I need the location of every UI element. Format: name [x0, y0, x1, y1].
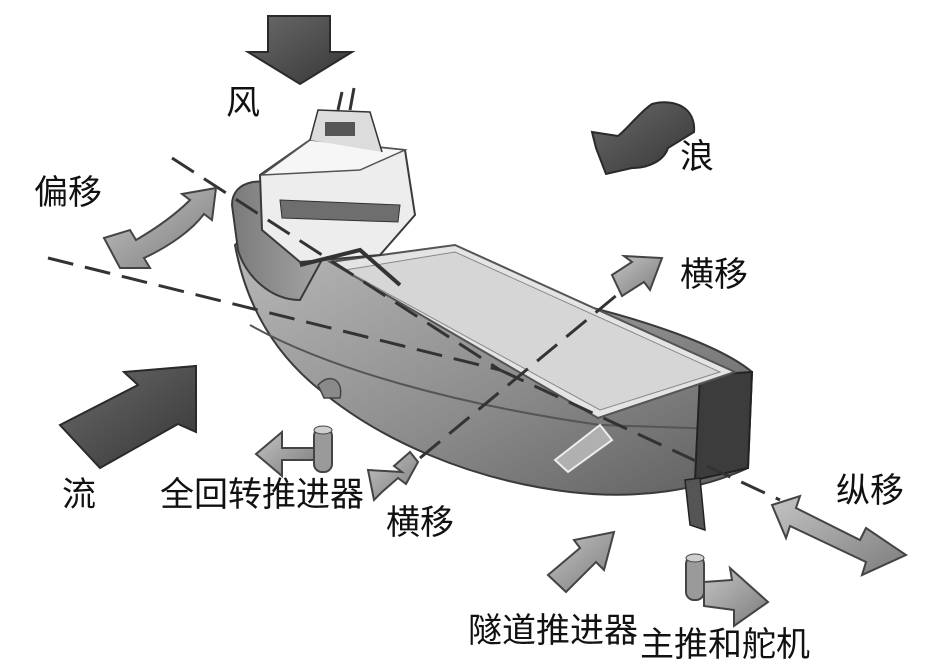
- label-wave: 浪: [680, 137, 714, 177]
- surge-double-arrow: [770, 494, 909, 577]
- yaw-axis-upper: [171, 156, 501, 372]
- rudder-fin: [684, 477, 706, 532]
- label-sway-lower: 横移: [386, 503, 454, 543]
- wave-arrow: [590, 101, 696, 176]
- tunnel-thruster-opening: [553, 423, 614, 474]
- ship-superstructure: [258, 87, 417, 287]
- label-yaw: 偏移: [34, 173, 102, 213]
- surge-axis: [499, 368, 781, 502]
- label-azimuth-thruster: 全回转推进器: [160, 475, 364, 515]
- wind-arrow: [244, 15, 356, 86]
- ship-deck: [326, 243, 738, 420]
- label-sway-upper: 横移: [680, 255, 748, 295]
- tunnel-thruster-arrow: [546, 530, 616, 594]
- azimuth-thruster-arrow: [254, 377, 342, 479]
- main-propulsion-arrow: [685, 553, 770, 628]
- sway-arrow-upper: [610, 254, 664, 298]
- label-tunnel-thruster: 隧道推进器: [468, 611, 638, 651]
- label-main-propulsion-rudder: 主推和舵机: [640, 625, 810, 665]
- yaw-axis-lower: [47, 256, 501, 372]
- label-wind: 风: [226, 83, 260, 123]
- sway-arrow-lower: [366, 450, 420, 503]
- motion-axes: [47, 156, 781, 502]
- yaw-double-arrow: [102, 186, 218, 269]
- sway-axis: [419, 278, 636, 460]
- label-current: 流: [62, 475, 96, 515]
- current-arrow: [58, 364, 197, 470]
- label-surge: 纵移: [836, 471, 904, 511]
